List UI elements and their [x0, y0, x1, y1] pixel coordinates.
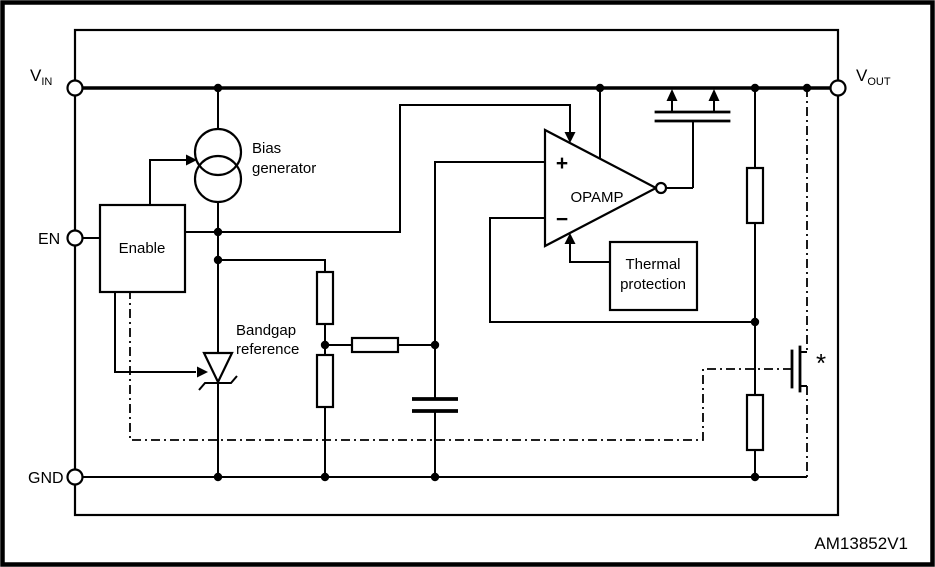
- wire-thermal-to-opamp: [569, 243, 610, 263]
- bandgap-diode-zener-bar: [198, 375, 238, 391]
- resistor-filter: [350, 336, 400, 354]
- figure-code: AM13852V1: [814, 534, 908, 553]
- label-bias-line2: generator: [252, 160, 316, 177]
- wire-feedback-to-minus-input: [489, 217, 755, 323]
- opamp-plus-icon: +: [556, 152, 568, 175]
- enable-block: [98, 203, 187, 294]
- optional-marker: *: [816, 348, 826, 378]
- pin-vout: [829, 79, 847, 97]
- label-vin: VIN: [30, 66, 52, 88]
- opamp-triangle: [543, 128, 659, 248]
- wire-discharge-gate-control: [129, 292, 792, 441]
- thermal-protection-block: [608, 240, 699, 312]
- bias-generator: [193, 127, 243, 204]
- labels: VIN VOUT EN GND Enable Bias generator Ba…: [28, 66, 908, 553]
- junction-dot: [213, 255, 223, 265]
- junction-dot: [802, 83, 812, 93]
- label-bandgap-line2: reference: [236, 341, 299, 358]
- label-en: EN: [38, 231, 60, 248]
- arrow-into-bandgap: [197, 366, 208, 378]
- junction-dot: [213, 83, 223, 93]
- pass-fet-drain-arrow: [708, 89, 720, 101]
- pin-vin: [66, 79, 84, 97]
- label-thermal-line1: Thermal: [625, 256, 680, 273]
- label-bandgap-line1: Bandgap: [236, 322, 296, 339]
- junction-dot: [750, 317, 760, 327]
- pin-en: [66, 229, 84, 247]
- junction-dot: [320, 472, 330, 482]
- junction-dot: [320, 340, 330, 350]
- arrow-into-bias: [186, 154, 197, 166]
- pass-fet-source-arrow: [666, 89, 678, 101]
- arrow-into-opamp-bottom: [564, 233, 576, 244]
- wire-node-to-res1: [218, 259, 326, 272]
- arrow-into-opamp-top: [564, 132, 576, 143]
- junction-dot: [595, 83, 605, 93]
- label-bias-line1: Bias: [252, 140, 281, 157]
- label-vin-sub: IN: [41, 76, 52, 88]
- junction-dot: [430, 340, 440, 350]
- junction-dot: [213, 472, 223, 482]
- label-vout-main: V: [856, 66, 868, 85]
- opamp-output-node: [654, 181, 668, 195]
- package-pins: [66, 79, 847, 486]
- bandgap-diode-triangle: [202, 351, 234, 385]
- bandgap-diode: [198, 351, 238, 391]
- pin-gnd: [66, 468, 84, 486]
- opamp-minus-icon: −: [556, 208, 568, 231]
- control-wires: [129, 88, 808, 477]
- resistor-feedback-bottom: [745, 393, 765, 452]
- resistor-feedback-top: [745, 166, 765, 225]
- arrowheads: [186, 132, 576, 378]
- ic-boundary: [73, 28, 840, 517]
- label-thermal-line2: protection: [620, 276, 686, 293]
- wire-enable-to-opamp: [185, 104, 571, 233]
- junction-dot: [213, 227, 223, 237]
- label-vout: VOUT: [856, 66, 891, 88]
- junction-dot: [430, 472, 440, 482]
- label-opamp: OPAMP: [570, 189, 623, 206]
- wire-ref-to-plus-input: [434, 161, 545, 345]
- label-vin-main: V: [30, 66, 42, 85]
- junction-dot: [750, 83, 760, 93]
- resistor-divider-top: [315, 270, 335, 326]
- bias-source-top-circle: [193, 127, 243, 177]
- label-vout-sub: OUT: [867, 76, 891, 88]
- label-gnd: GND: [28, 470, 64, 487]
- wire-enable-to-bias: [149, 159, 186, 205]
- junctions: [213, 83, 812, 482]
- wires: [82, 88, 756, 477]
- pass-transistor: [654, 89, 731, 123]
- label-enable: Enable: [119, 240, 166, 257]
- resistor-divider-bottom: [315, 353, 335, 409]
- discharge-transistor: [790, 345, 807, 393]
- wire-enable-to-bandgap: [114, 292, 196, 373]
- passives: [315, 166, 765, 452]
- bias-source-bottom-circle: [193, 154, 243, 204]
- junction-dot: [750, 472, 760, 482]
